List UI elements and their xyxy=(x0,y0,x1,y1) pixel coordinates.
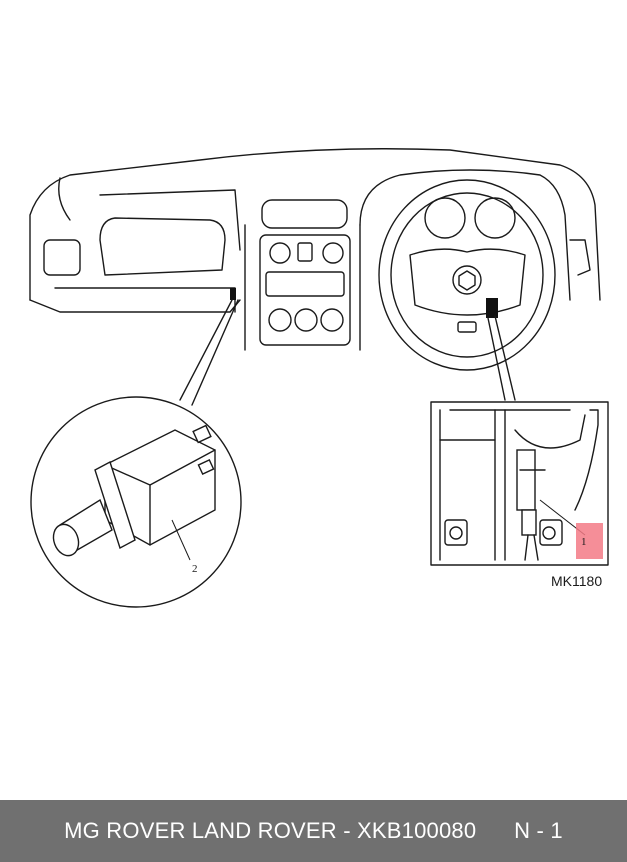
leader-lines xyxy=(179,299,516,406)
callout-1-label: 1 xyxy=(581,536,587,548)
callout-1-highlight xyxy=(576,523,603,559)
dashboard-outline xyxy=(29,148,601,351)
steering-wheel xyxy=(359,169,591,371)
callout-2-label: 2 xyxy=(192,563,198,575)
inset-detail xyxy=(430,401,609,566)
center-console xyxy=(259,199,351,346)
footer-text: MG ROVER LAND ROVER - XKB100080 N - 1 xyxy=(64,818,563,843)
footer-bar: MG ROVER LAND ROVER - XKB100080 N - 1 xyxy=(0,800,627,862)
switch-detail-circle xyxy=(30,396,242,608)
dashboard-diagram xyxy=(29,148,609,608)
figure-code: MK1180 xyxy=(551,573,603,589)
